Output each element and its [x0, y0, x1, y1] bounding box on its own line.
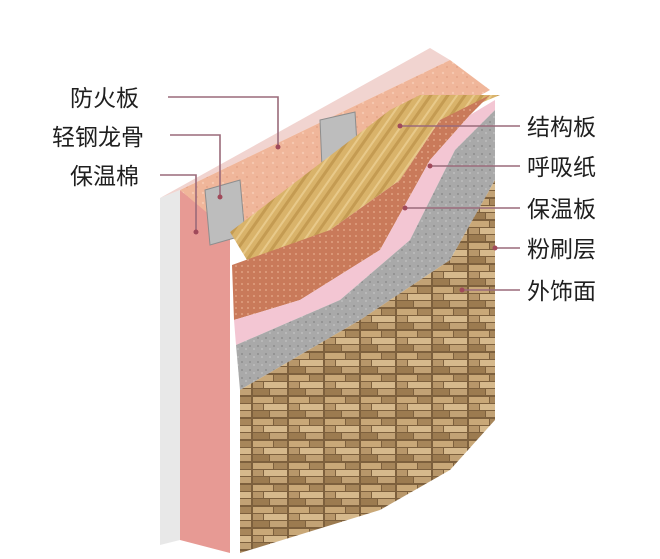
stone-facing-layer [240, 180, 495, 553]
fire-board-layer [160, 48, 450, 553]
label-light-steel-stud: 轻钢龙骨 [52, 125, 144, 151]
plaster-layer [236, 110, 495, 390]
label-plaster-layer: 粉刷层 [527, 237, 596, 263]
insulation-board-layer [234, 100, 495, 345]
label-stone-facing: 外饰面 [527, 279, 596, 305]
label-insulation-board: 保温板 [527, 197, 596, 223]
label-insulation-cotton: 保温棉 [70, 164, 139, 190]
breathable-paper-layer [232, 95, 490, 320]
leader-lines [160, 96, 520, 293]
label-breathable-paper: 呼吸纸 [527, 155, 596, 181]
label-fire-board: 防火板 [70, 86, 139, 112]
label-structural-board: 结构板 [527, 115, 596, 141]
structural-board-layer [230, 95, 500, 265]
